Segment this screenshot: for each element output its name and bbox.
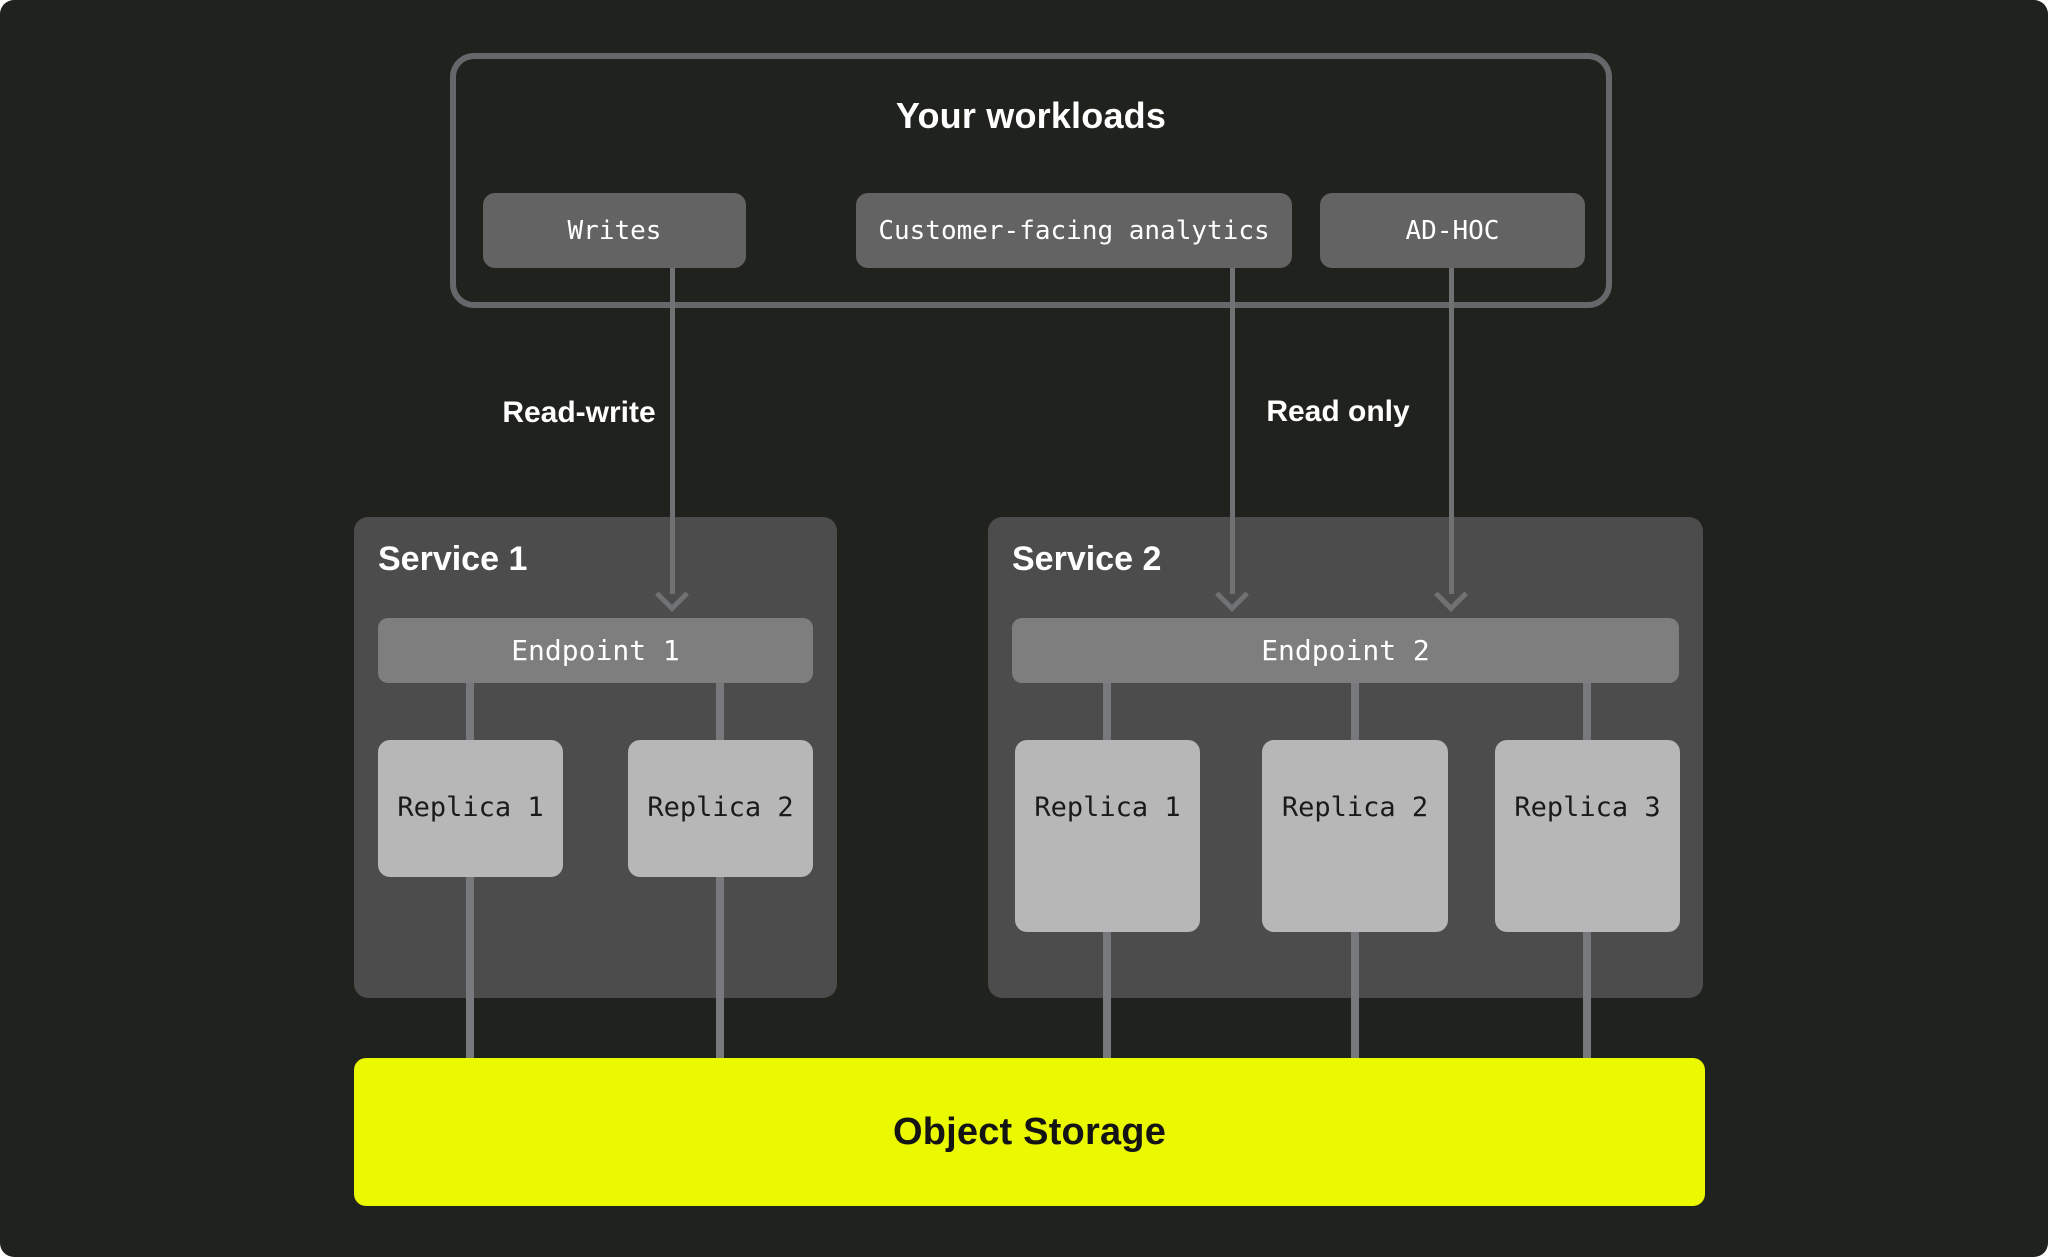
workloads-title: Your workloads <box>895 95 1167 136</box>
workload-node-writes-label: Writes <box>567 215 662 246</box>
endpoint2-label: Endpoint 2 <box>1261 634 1430 667</box>
workload-node-adhoc-label: AD-HOC <box>1405 215 1500 246</box>
service2-replica3-node: Replica 3 <box>1495 740 1680 932</box>
service2-title: Service 2 <box>1012 540 1162 578</box>
flow-line-writes-to-endpoint1 <box>670 268 675 594</box>
service1-title: Service 1 <box>378 540 528 578</box>
endpoint2-node: Endpoint 2 <box>1012 618 1679 683</box>
service1-replica1-node: Replica 1 <box>378 740 563 877</box>
flow-line-adhoc-to-endpoint2 <box>1449 268 1454 594</box>
workload-node-cfa-label: Customer-facing analytics <box>878 215 1270 246</box>
service2-replica1-node: Replica 1 <box>1015 740 1200 932</box>
flow-label-read-only: Read only <box>1266 395 1410 428</box>
workload-node-ad-hoc: AD-HOC <box>1320 193 1585 268</box>
service2-replica2-node: Replica 2 <box>1262 740 1448 932</box>
workloads-group <box>450 53 1612 308</box>
workload-node-customer-facing-analytics: Customer-facing analytics <box>856 193 1292 268</box>
workload-node-writes: Writes <box>483 193 746 268</box>
endpoint1-node: Endpoint 1 <box>378 618 813 683</box>
flow-line-analytics-to-endpoint2 <box>1230 268 1235 594</box>
object-storage-label: Object Storage <box>892 1110 1167 1153</box>
service1-replica2-node: Replica 2 <box>628 740 813 877</box>
flow-label-read-write: Read-write <box>502 396 656 429</box>
endpoint1-label: Endpoint 1 <box>511 634 680 667</box>
object-storage-bar: Object Storage <box>354 1058 1705 1206</box>
